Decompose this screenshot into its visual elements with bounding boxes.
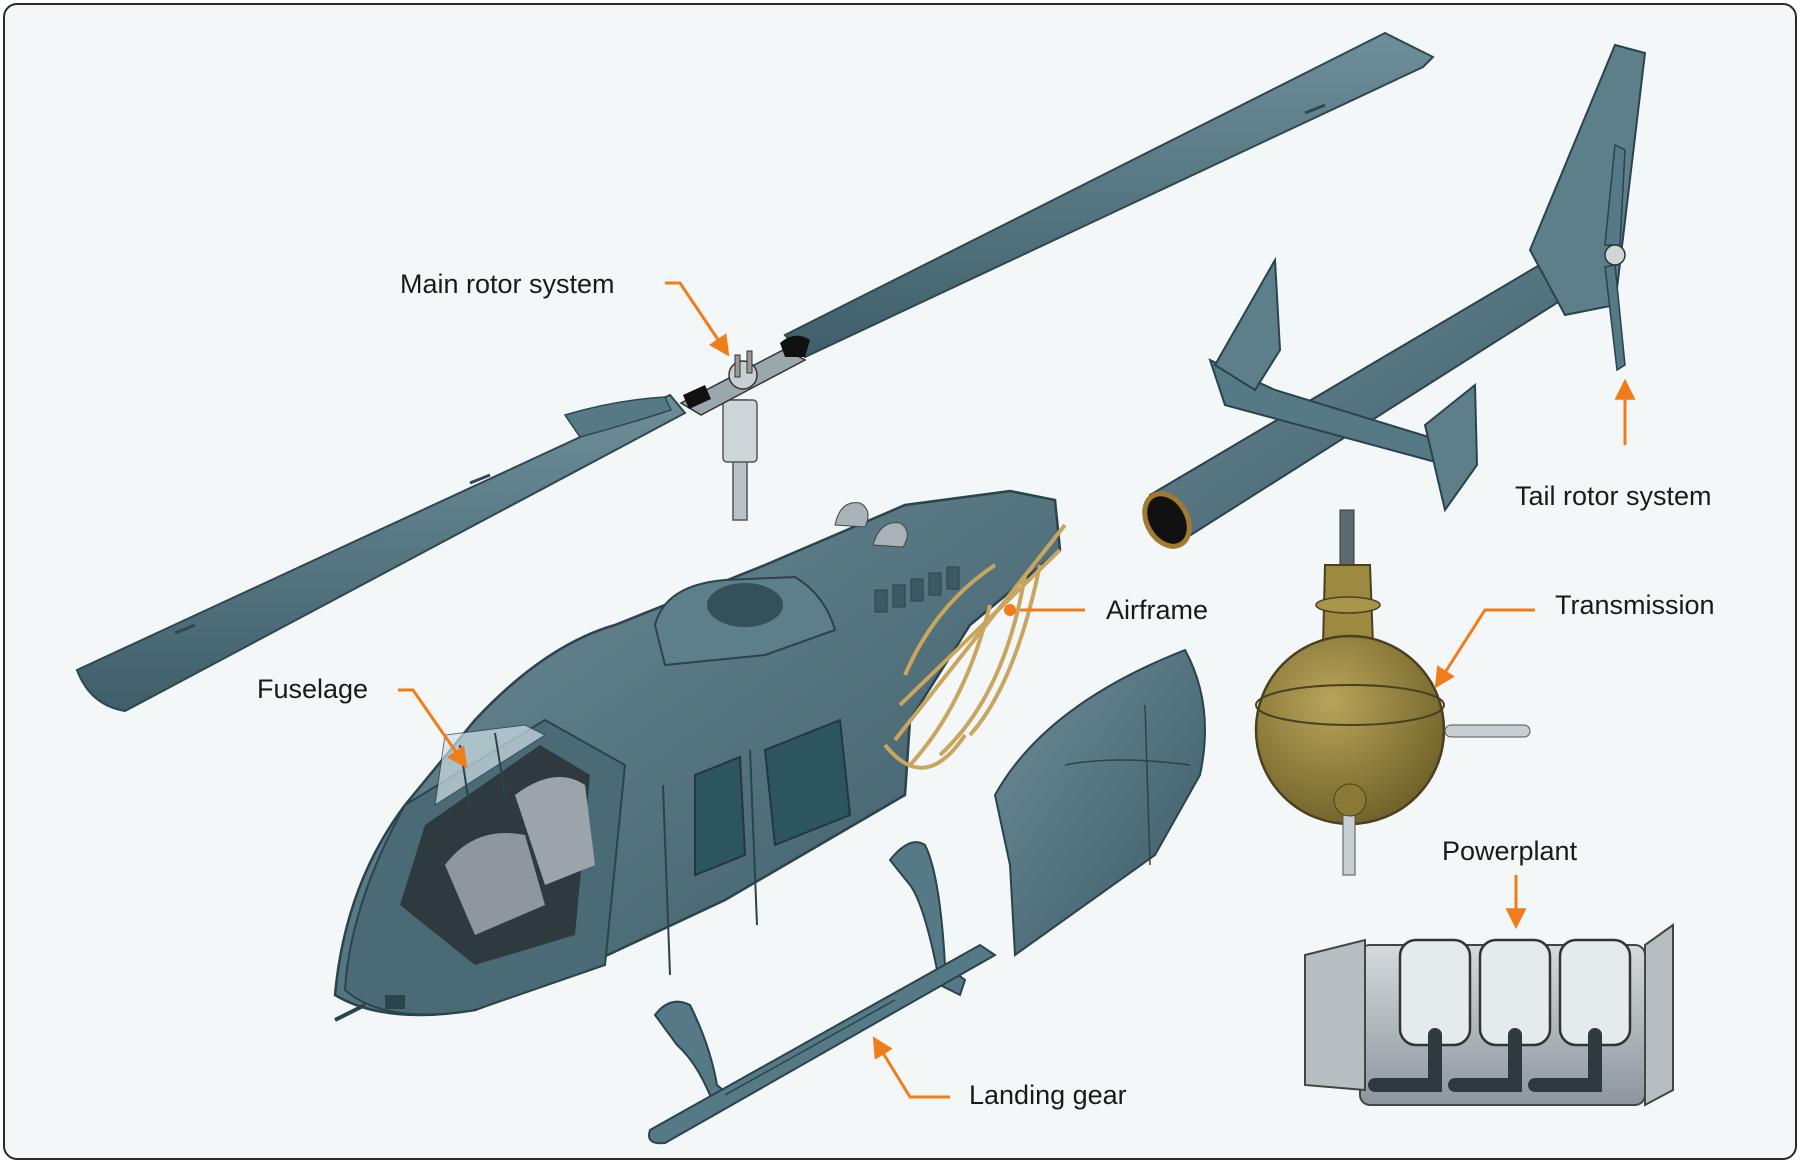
- label-tail-rotor-system: Tail rotor system: [1515, 481, 1712, 511]
- diagram-frame: Main rotor system Tail rotor system Airf…: [3, 3, 1797, 1160]
- exploded-helicopter-illustration: [75, 31, 1674, 1145]
- leader-lines: [398, 281, 1636, 1099]
- tail-fairing: [993, 648, 1206, 957]
- label-landing-gear: Landing gear: [969, 1080, 1127, 1110]
- leader-fuselage: [398, 688, 468, 769]
- leader-main-rotor: [665, 281, 730, 357]
- label-main-rotor-system: Main rotor system: [400, 269, 615, 299]
- airframe-structure: [883, 523, 1067, 770]
- tail-boom: [1142, 43, 1647, 549]
- powerplant: [1304, 923, 1674, 1107]
- main-rotor-hub: [679, 335, 810, 521]
- label-transmission: Transmission: [1555, 590, 1715, 620]
- label-airframe: Airframe: [1106, 595, 1209, 625]
- transmission: [1254, 509, 1531, 876]
- main-rotor-blades: [75, 31, 1435, 713]
- leader-transmission: [1434, 608, 1535, 689]
- fuselage: [333, 489, 1067, 1022]
- label-fuselage: Fuselage: [257, 674, 369, 704]
- label-powerplant: Powerplant: [1442, 836, 1578, 866]
- landing-gear: [648, 841, 997, 1145]
- leader-landing-gear: [872, 1036, 950, 1099]
